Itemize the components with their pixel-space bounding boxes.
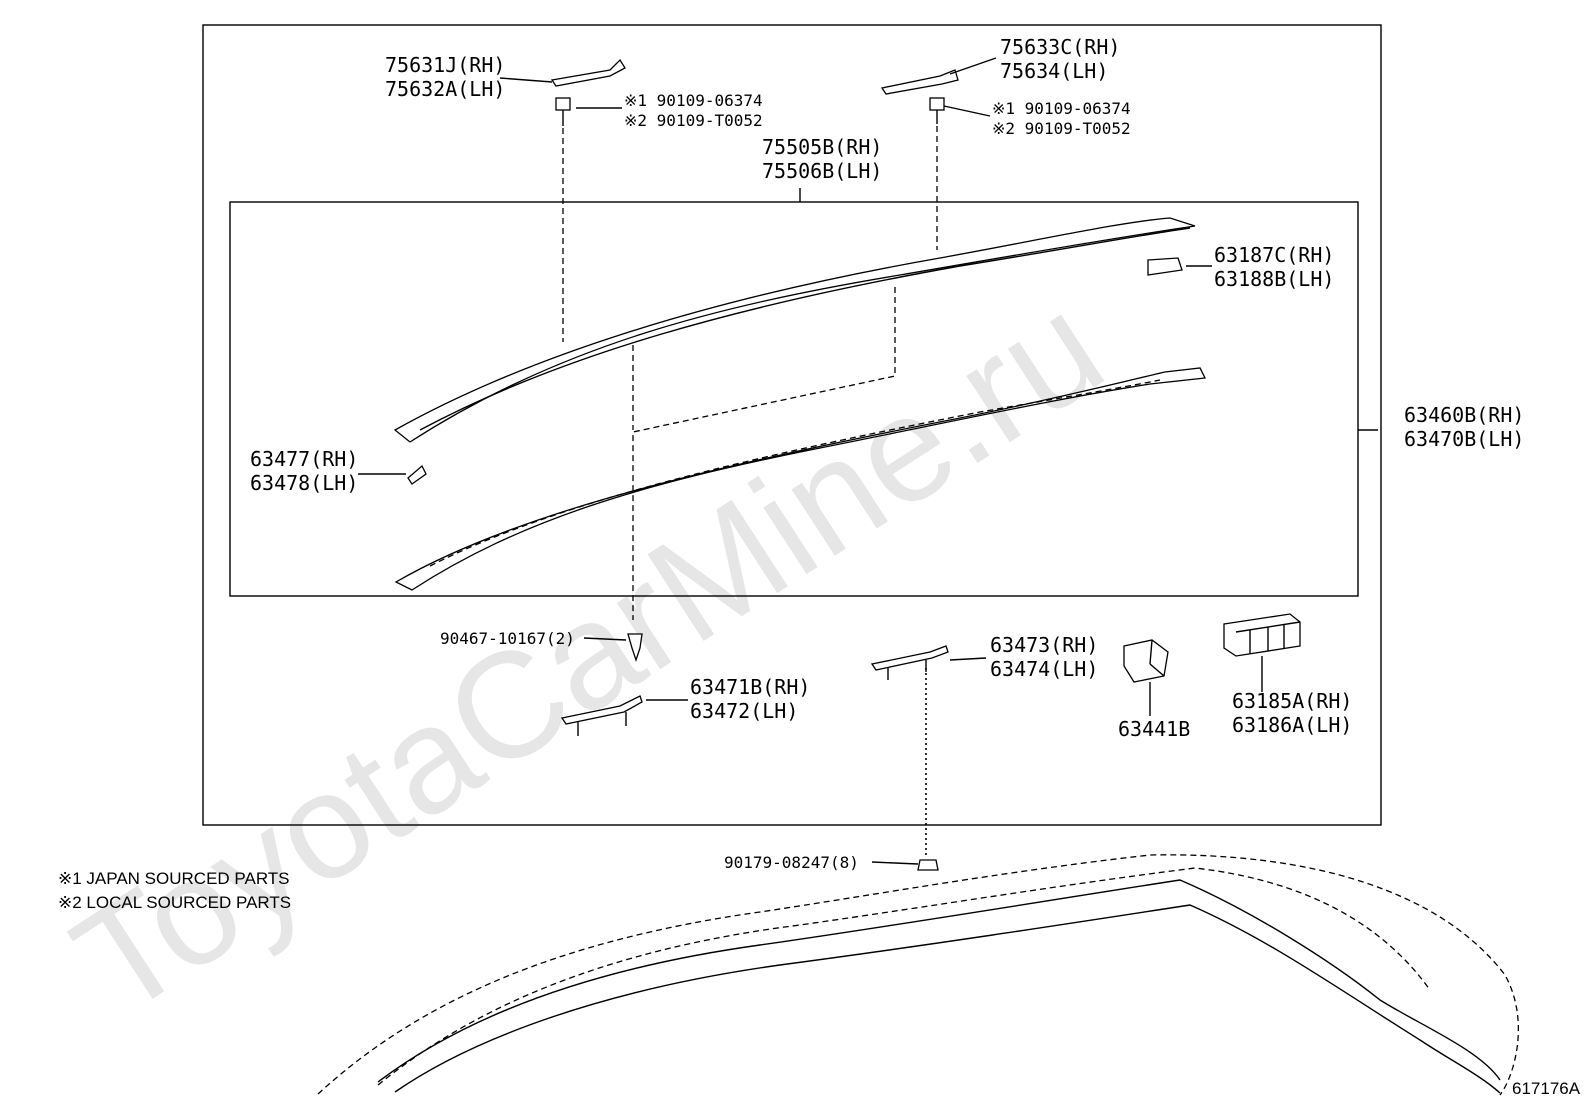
end-cap-front <box>407 464 427 485</box>
label-rail-lh: 75506B(LH) <box>762 159 882 183</box>
label-rail-rh: 75505B(RH) <box>762 135 882 159</box>
label-end-cap-front-lh: 63478(LH) <box>250 471 358 495</box>
label-end-cap-rear-lh: 63188B(LH) <box>1214 267 1334 291</box>
end-cap-rear <box>1147 257 1183 276</box>
bracket-rear-part <box>870 645 949 680</box>
label-bolt-front-1: ※1 90109-06374 <box>624 91 763 110</box>
label-bracket-front-rh: 63471B(RH) <box>690 675 810 699</box>
label-bolt-rear-1: ※1 90109-06374 <box>992 99 1131 118</box>
rail-inner-box <box>229 201 1359 597</box>
label-bracket-rear-lh: 63474(LH) <box>990 657 1098 681</box>
label-bracket-rear-rh: 63473(RH) <box>990 633 1098 657</box>
label-end-cap-front-rh: 63477(RH) <box>250 447 358 471</box>
label-holder-set-rh: 63185A(RH) <box>1232 689 1352 713</box>
roof-outline <box>317 854 1519 1096</box>
label-end-cap-rear-rh: 63187C(RH) <box>1214 243 1334 267</box>
note-japan-sourced: ※1 JAPAN SOURCED PARTS <box>58 869 290 888</box>
cover-rear-part <box>880 69 959 95</box>
label-assembly-lh: 63470B(LH) <box>1404 427 1524 451</box>
label-bolt-rear-2: ※2 90109-T0052 <box>992 119 1131 138</box>
nut-part <box>917 859 939 871</box>
bolt-rear-part <box>929 97 945 124</box>
label-bracket-front-lh: 63472(LH) <box>690 699 798 723</box>
assembly-outer-box <box>202 24 1382 826</box>
label-cover-front-lh: 75632A(LH) <box>385 77 505 101</box>
bolt-front-part <box>555 97 571 126</box>
label-assembly-rh: 63460B(RH) <box>1404 403 1524 427</box>
label-holder: 63441B <box>1118 717 1190 741</box>
note-local-sourced: ※2 LOCAL SOURCED PARTS <box>58 893 291 912</box>
label-cover-front-rh: 75631J(RH) <box>385 53 505 77</box>
label-holder-set-lh: 63186A(LH) <box>1232 713 1352 737</box>
bracket-front-part <box>560 695 643 736</box>
label-bolt-front-2: ※2 90109-T0052 <box>624 111 763 130</box>
watermark: ToyotaCarMine.ru <box>46 261 1130 1047</box>
roof-rail-cover <box>393 217 1196 443</box>
cover-front-part <box>550 58 626 87</box>
label-clip: 90467-10167(2) <box>440 629 575 648</box>
label-cover-rear-rh: 75633C(RH) <box>1000 35 1120 59</box>
diagram-id: 617176A <box>1512 1079 1581 1098</box>
holder-part <box>1123 639 1169 683</box>
clip-part <box>627 633 643 663</box>
holder-set-part <box>1223 613 1301 657</box>
label-nut: 90179-08247(8) <box>724 853 859 872</box>
label-cover-rear-lh: 75634(LH) <box>1000 59 1108 83</box>
